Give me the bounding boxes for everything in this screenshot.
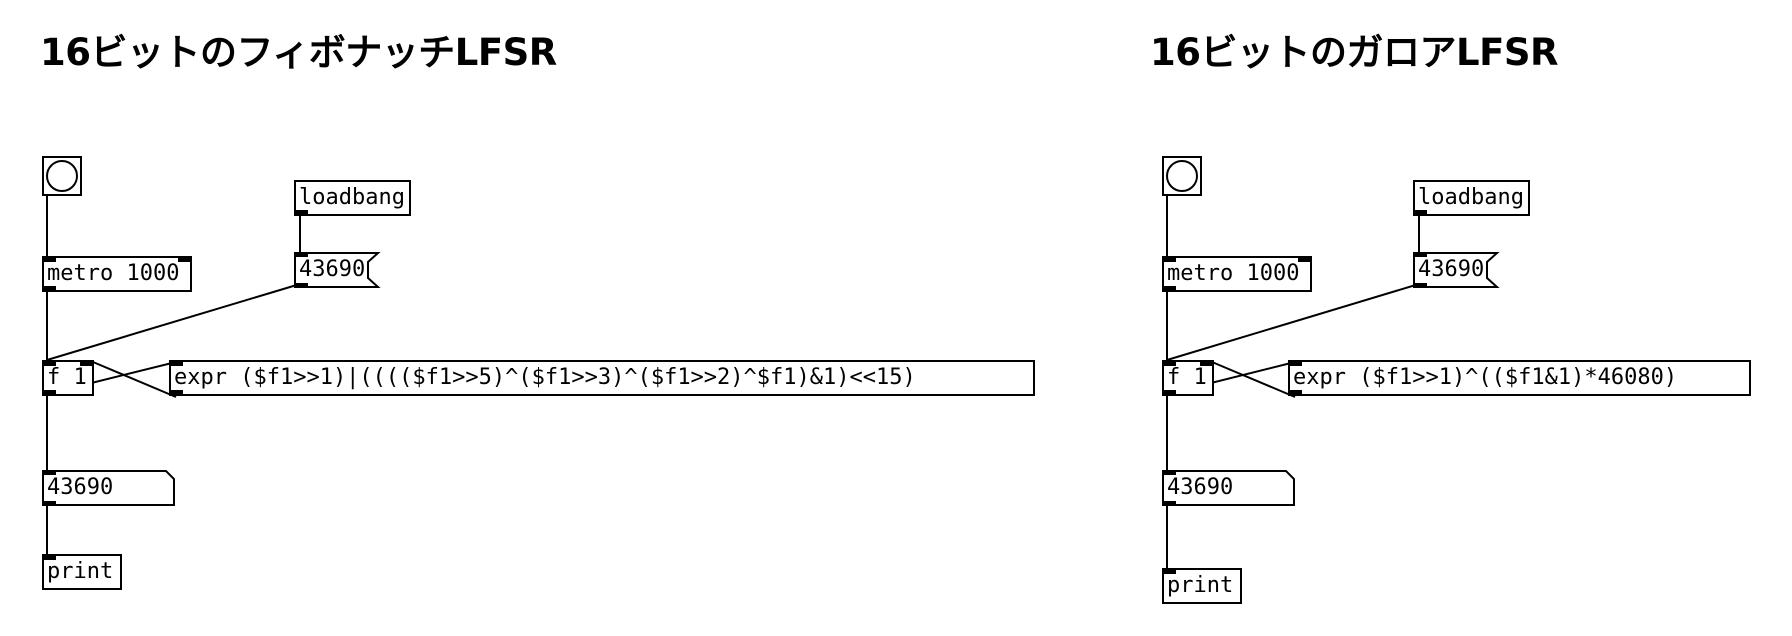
print-object[interactable]: print <box>42 554 122 590</box>
message-box-init[interactable]: 43690 <box>1413 252 1500 288</box>
object-label: f 1 <box>47 365 87 390</box>
number-value: 43690 <box>47 475 114 500</box>
inlet[interactable] <box>1288 360 1302 366</box>
outlet[interactable] <box>1413 210 1427 216</box>
outlet[interactable] <box>1288 390 1302 396</box>
outlet[interactable] <box>169 390 183 396</box>
inlet[interactable] <box>1298 256 1312 262</box>
outlet[interactable] <box>42 390 56 396</box>
message-flag-shape <box>294 252 381 288</box>
inlet[interactable] <box>42 554 56 560</box>
patch-title: 16ビットのフィボナッチLFSR <box>40 31 557 74</box>
object-label: print <box>47 559 114 584</box>
print-object[interactable]: print <box>1162 568 1242 604</box>
message-label: 43690 <box>1418 257 1485 282</box>
number-box-shape <box>1162 470 1295 506</box>
object-label: metro 1000 <box>47 261 180 286</box>
inlet[interactable] <box>1162 568 1176 574</box>
object-label: f 1 <box>1167 365 1207 390</box>
inlet[interactable] <box>178 256 192 262</box>
message-flag-shape <box>1413 252 1500 288</box>
inlet[interactable] <box>80 360 94 366</box>
float-object[interactable]: f 1 <box>42 360 94 396</box>
object-label: loadbang <box>299 185 405 210</box>
number-box[interactable]: 43690 <box>42 470 176 506</box>
toggle[interactable] <box>1162 156 1202 196</box>
number-value: 43690 <box>1167 475 1234 500</box>
object-label: expr ($f1>>1)|(((($f1>>5)^($f1>>3)^($f1>… <box>174 365 916 390</box>
metro-object[interactable]: metro 1000 <box>42 256 192 292</box>
expr-object[interactable]: expr ($f1>>1)^(($f1&1)*46080) <box>1288 360 1751 396</box>
toggle[interactable] <box>42 156 82 196</box>
object-label: loadbang <box>1418 185 1524 210</box>
object-label: metro 1000 <box>1167 261 1300 286</box>
loadbang-object[interactable]: loadbang <box>1413 180 1530 216</box>
outlet[interactable] <box>1162 390 1176 396</box>
message-label: 43690 <box>299 257 366 282</box>
object-label: expr ($f1>>1)^(($f1&1)*46080) <box>1293 365 1678 390</box>
inlet[interactable] <box>1162 256 1176 262</box>
number-box[interactable]: 43690 <box>1162 470 1296 506</box>
float-object[interactable]: f 1 <box>1162 360 1214 396</box>
inlet[interactable] <box>1162 360 1176 366</box>
number-box-shape <box>42 470 175 506</box>
outlet[interactable] <box>1162 286 1176 292</box>
patch-title: 16ビットのガロアLFSR <box>1150 31 1558 74</box>
expr-object[interactable]: expr ($f1>>1)|(((($f1>>5)^($f1>>3)^($f1>… <box>169 360 1035 396</box>
outlet[interactable] <box>294 210 308 216</box>
bang-toggle-circle-icon <box>1166 160 1198 192</box>
bang-toggle-circle-icon <box>46 160 78 192</box>
inlet[interactable] <box>1200 360 1214 366</box>
loadbang-object[interactable]: loadbang <box>294 180 411 216</box>
message-box-init[interactable]: 43690 <box>294 252 381 288</box>
inlet[interactable] <box>42 360 56 366</box>
inlet[interactable] <box>169 360 183 366</box>
outlet[interactable] <box>42 286 56 292</box>
inlet[interactable] <box>42 256 56 262</box>
object-label: print <box>1167 573 1234 598</box>
metro-object[interactable]: metro 1000 <box>1162 256 1312 292</box>
